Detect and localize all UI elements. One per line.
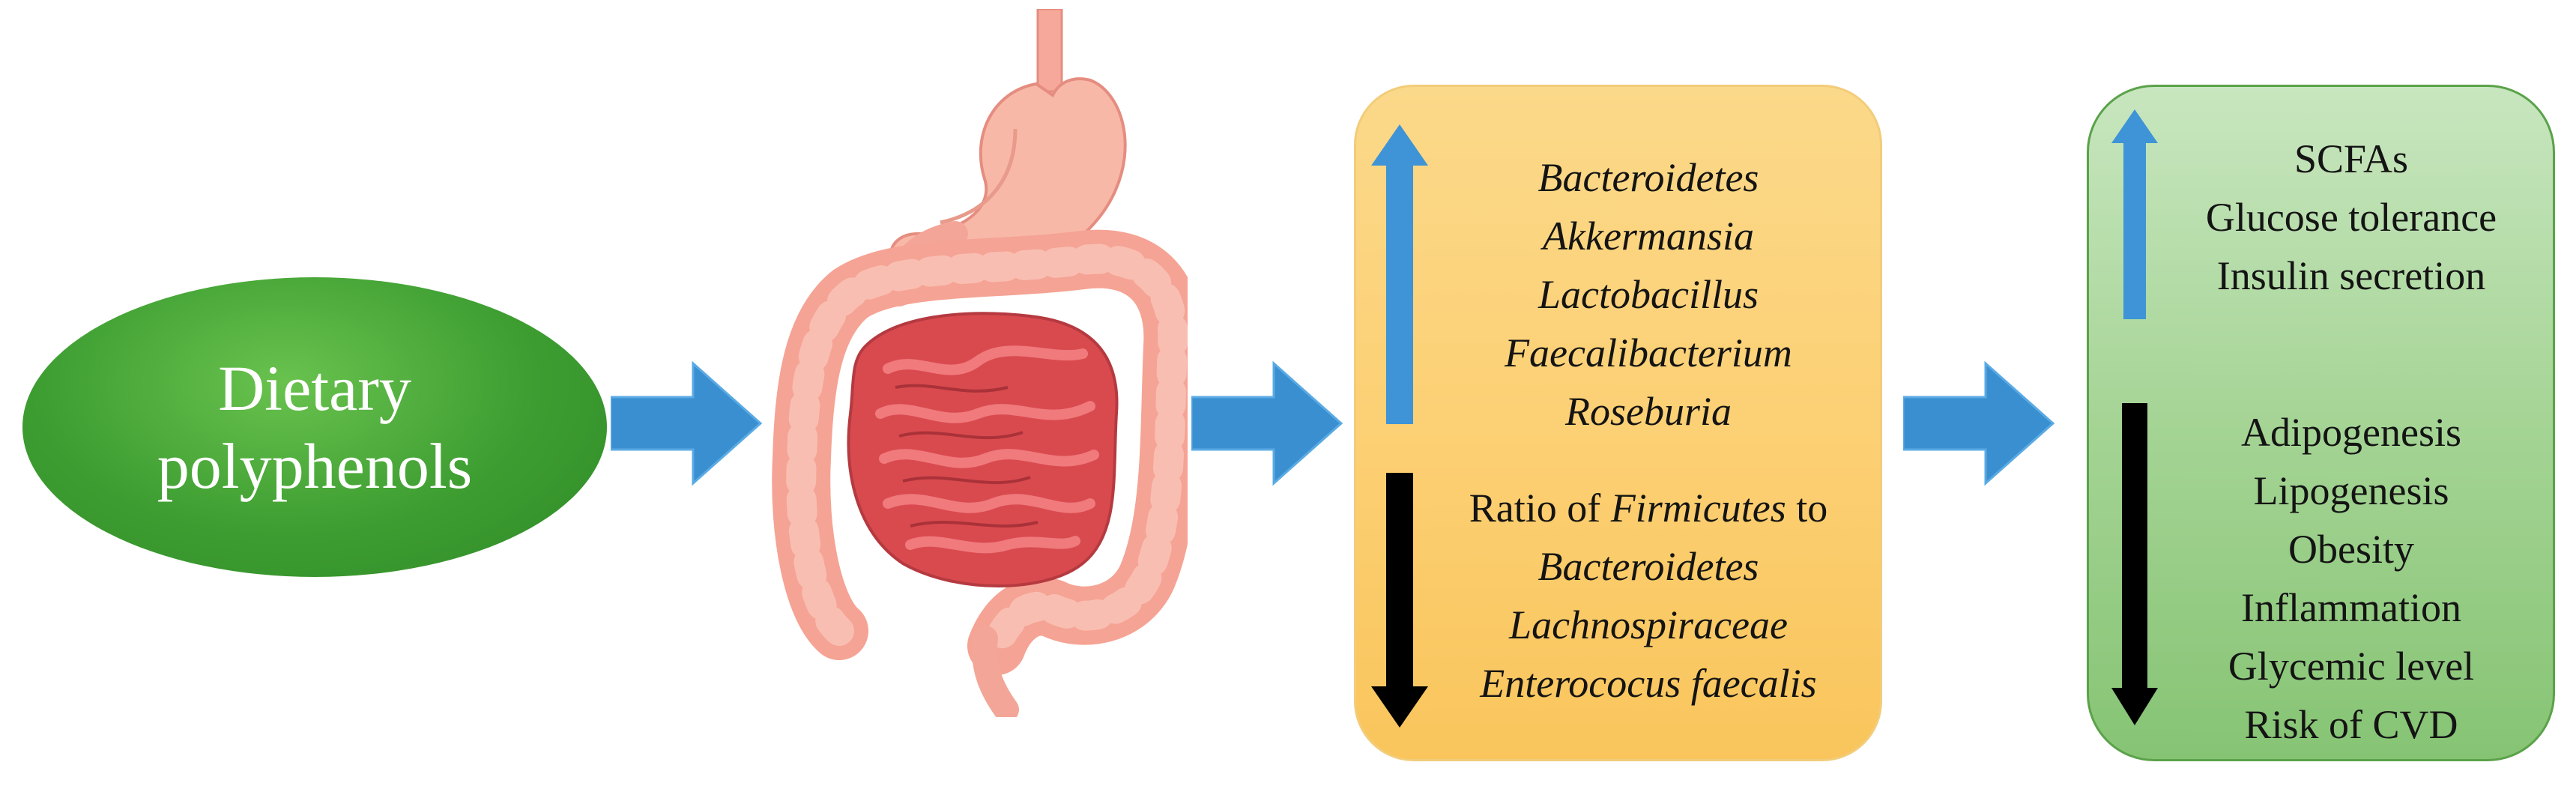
increased-taxon-1: Bacteroidetes — [1538, 155, 1759, 200]
increased-outcome-2: Glucose tolerance — [2205, 195, 2497, 240]
ratio-term: Firmicutes — [1610, 486, 1786, 531]
decreased-outcome-5: Glycemic level — [2228, 644, 2475, 689]
decreased-outcome-2: Lipogenesis — [2253, 468, 2449, 513]
ratio-label: Ratio of Firmicutes to — [1416, 479, 1881, 537]
dietary-polyphenols-node: Dietary polyphenols — [22, 277, 607, 577]
increased-taxon-5: Roseburia — [1565, 389, 1732, 434]
decreased-taxon-2: Lachnospiraceae — [1509, 602, 1788, 647]
increase-arrow-icon — [1371, 124, 1428, 424]
flow-arrow-3 — [1903, 360, 2055, 486]
digestive-tract-illustration — [772, 9, 1188, 717]
decreased-taxon-3: Enterococus faecalis — [1480, 661, 1817, 706]
increased-outcome-3: Insulin secretion — [2216, 253, 2486, 298]
increase-arrow-icon — [2111, 109, 2158, 319]
flow-arrow-2 — [1191, 360, 1343, 486]
decreased-outcome-3: Obesity — [2288, 527, 2414, 572]
health-outcomes-box: SCFAs Glucose tolerance Insulin secretio… — [2087, 85, 2555, 761]
decreased-outcome-4: Inflammation — [2241, 585, 2461, 630]
increased-taxon-2: Akkermansia — [1543, 214, 1754, 259]
source-label-line1: Dietary — [218, 352, 411, 424]
increased-outcome-1: SCFAs — [2294, 136, 2409, 181]
source-label-line2: polyphenols — [157, 430, 473, 502]
increased-taxon-4: Faecalibacterium — [1505, 330, 1792, 375]
decreased-outcome-6: Risk of CVD — [2244, 702, 2458, 747]
decreased-outcome-1: Adipogenesis — [2241, 410, 2461, 455]
flow-arrow-1 — [611, 360, 763, 486]
ratio-suffix: to — [1786, 486, 1828, 531]
decrease-arrow-icon — [1371, 473, 1428, 728]
ratio-prefix: Ratio of — [1469, 486, 1611, 531]
decrease-arrow-icon — [2111, 403, 2158, 725]
decreased-taxon-1: Bacteroidetes — [1538, 544, 1759, 589]
gut-microbiota-box: Bacteroidetes Akkermansia Lactobacillus … — [1354, 85, 1882, 761]
increased-taxon-3: Lactobacillus — [1538, 272, 1759, 317]
